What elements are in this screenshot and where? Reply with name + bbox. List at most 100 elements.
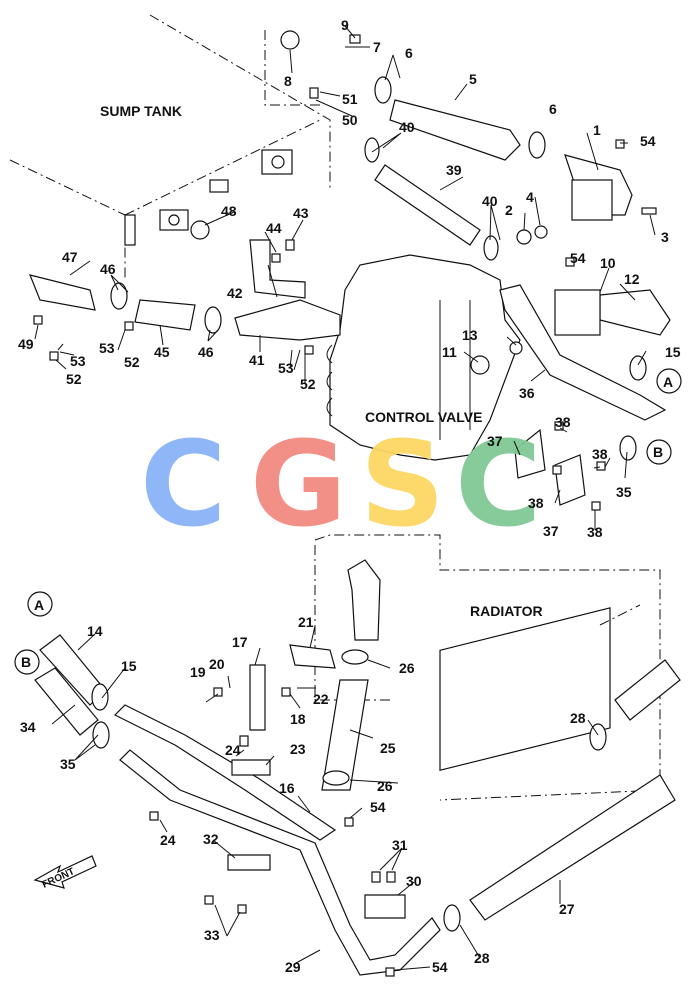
- bracket-37b: [554, 454, 586, 506]
- hose-5: [389, 99, 521, 161]
- pipe-29: [119, 749, 441, 976]
- hose-radiator-upper: [614, 659, 681, 721]
- callout-8: 8: [284, 73, 292, 89]
- callout-49: 49: [18, 336, 34, 352]
- callout-54c: 54: [370, 799, 386, 815]
- callout-9: 9: [341, 17, 349, 33]
- o-ring-48: [190, 220, 210, 240]
- callout-26b: 26: [377, 778, 393, 794]
- callout-29: 29: [285, 959, 301, 975]
- bolt-31a: [371, 871, 381, 883]
- callout-23: 23: [290, 741, 306, 757]
- connector-a-right: [656, 368, 682, 394]
- o-ring-2: [516, 229, 532, 245]
- clamp-28b: [443, 904, 461, 932]
- callout-27: 27: [559, 901, 575, 917]
- callout-46a: 46: [100, 261, 116, 277]
- fitting-13: [509, 341, 523, 355]
- bolt-54a: [615, 139, 625, 149]
- callout-28b: 28: [474, 950, 490, 966]
- clamps: [91, 30, 647, 932]
- bracket-42: [249, 239, 306, 299]
- callout-50: 50: [342, 112, 358, 128]
- callout-52a: 52: [124, 354, 140, 370]
- callout-38a: 38: [555, 414, 571, 430]
- clamp-15: [91, 683, 109, 711]
- area-labels: SUMP TANK CONTROL VALVE RADIATOR: [100, 103, 543, 619]
- bracket-17: [249, 664, 266, 731]
- callout-21: 21: [298, 614, 314, 630]
- callout-44: 44: [266, 220, 282, 236]
- bolt-52b: [124, 321, 134, 331]
- hose-34: [34, 667, 99, 736]
- callout-52b: 52: [300, 376, 316, 392]
- callout-37a: 37: [487, 433, 503, 449]
- callout-51: 51: [342, 91, 358, 107]
- callout-40b: 40: [482, 193, 498, 209]
- callout-1: 1: [593, 122, 601, 138]
- bolt-54c: [344, 817, 354, 827]
- callout-19: 19: [190, 664, 206, 680]
- callout-53a: 53: [99, 340, 115, 356]
- control-valve-body: [326, 254, 521, 461]
- pipe-47: [29, 274, 96, 311]
- clamp-15b: [629, 355, 647, 381]
- callout-38b: 38: [592, 446, 608, 462]
- callout-39: 39: [446, 162, 462, 178]
- callout-35b: 35: [60, 756, 76, 772]
- pipe-36: [499, 284, 667, 421]
- label-sump-tank: SUMP TANK: [100, 103, 182, 119]
- flange-block-1: [571, 179, 613, 221]
- clamp-40b: [483, 235, 499, 261]
- callout-37b: 37: [543, 523, 559, 539]
- bolt-33b: [237, 904, 247, 914]
- connector-b-right: [646, 439, 672, 465]
- bolts: [33, 34, 657, 977]
- hose-45: [134, 299, 196, 331]
- clamp-46a: [110, 282, 128, 310]
- callout-22: 22: [313, 691, 329, 707]
- pipe-upper-25: [347, 559, 381, 641]
- bolt-52a: [49, 351, 59, 361]
- bolt-33a: [204, 895, 214, 905]
- fitting-4: [534, 225, 548, 239]
- bolt-38a: [554, 421, 564, 431]
- connector-a-left: [27, 591, 53, 617]
- callout-36: 36: [519, 385, 535, 401]
- label-control-valve: CONTROL VALVE: [365, 409, 482, 425]
- hose-25: [321, 679, 369, 791]
- callout-35a: 35: [616, 484, 632, 500]
- callout-24a: 24: [225, 742, 241, 758]
- callout-52c: 52: [66, 371, 82, 387]
- callout-32: 32: [203, 831, 219, 847]
- callout-46b: 46: [198, 344, 214, 360]
- piping: [29, 99, 681, 976]
- bolt-31b: [386, 871, 396, 883]
- callout-6a: 6: [405, 45, 413, 61]
- bracket-37a: [514, 428, 546, 479]
- hose-39: [374, 164, 481, 246]
- watermark-letter-c1: C: [140, 415, 227, 553]
- callout-17: 17: [232, 634, 248, 650]
- clamp-6a: [374, 76, 392, 104]
- callout-40a: 40: [399, 119, 415, 135]
- callout-41: 41: [249, 352, 265, 368]
- pipe-16: [113, 704, 337, 841]
- callout-20: 20: [209, 656, 225, 672]
- callout-42: 42: [227, 285, 243, 301]
- callout-33: 33: [204, 927, 220, 943]
- callout-7: 7: [373, 39, 381, 55]
- callout-5: 5: [469, 71, 477, 87]
- callout-6b: 6: [549, 101, 557, 117]
- callout-54d: 54: [432, 959, 448, 975]
- callout-2: 2: [505, 202, 513, 218]
- bracket-30: [364, 894, 406, 919]
- callout-30: 30: [406, 873, 422, 889]
- bracket-23: [231, 759, 271, 776]
- bolt-54b: [565, 257, 575, 267]
- bracket-21: [289, 644, 336, 669]
- bolt-38c: [552, 465, 562, 475]
- callout-15b: 15: [121, 658, 137, 674]
- callout-38c: 38: [528, 495, 544, 511]
- callout-24b: 24: [160, 832, 176, 848]
